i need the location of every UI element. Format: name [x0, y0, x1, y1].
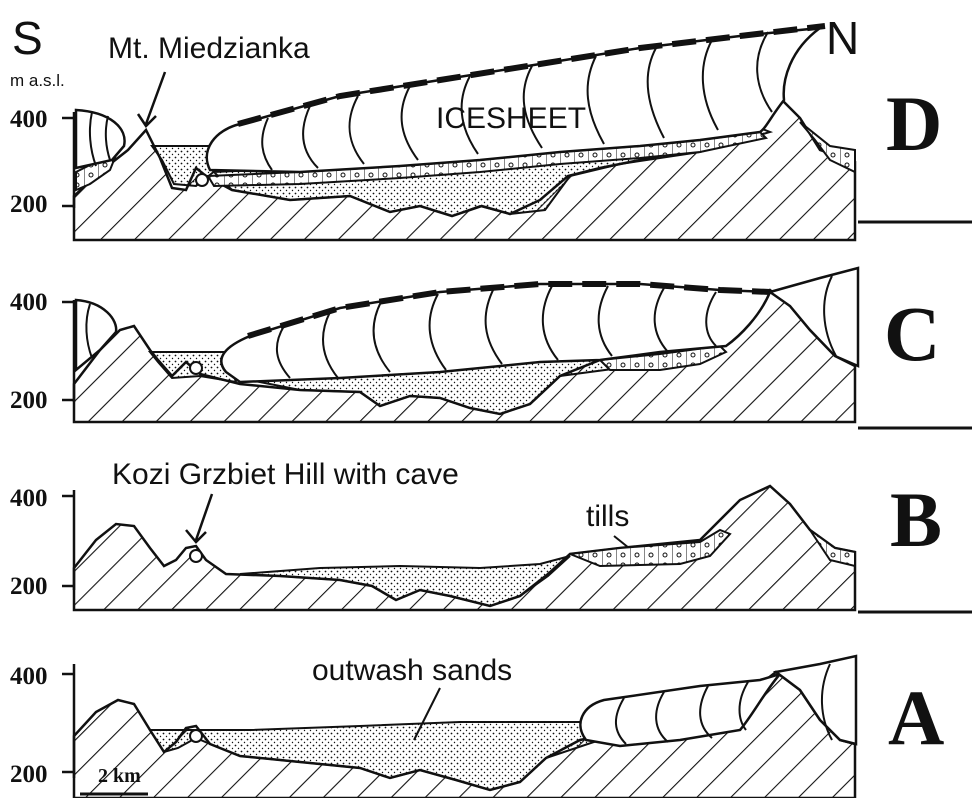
- south-label: S: [12, 12, 43, 64]
- north-label: N: [826, 12, 859, 64]
- panel-letter-d: D: [886, 80, 942, 167]
- tick-400-c: 400: [10, 289, 48, 316]
- tick-200-c: 200: [10, 387, 48, 414]
- panel-letter-b: B: [890, 476, 942, 563]
- icesheet-label: ICESHEET: [436, 102, 586, 135]
- tills-label: tills: [586, 500, 629, 533]
- tick-200-a: 200: [10, 761, 48, 788]
- tick-200-b: 200: [10, 573, 48, 600]
- kozi-grzbiet-arrow: [186, 494, 212, 542]
- panel-letter-a: A: [888, 674, 944, 761]
- panel-c: 400 200 C: [10, 268, 972, 428]
- outwash-sands-label: outwash sands: [312, 654, 512, 687]
- kozi-grzbiet-label: Kozi Grzbiet Hill with cave: [112, 458, 459, 491]
- tick-400-d: 400: [10, 106, 48, 133]
- axis-unit-label: m a.s.l.: [10, 71, 65, 90]
- scale-bar-label: 2 km: [98, 765, 141, 787]
- panel-letter-c: C: [884, 290, 940, 377]
- mt-miedzianka-arrow: [138, 72, 165, 126]
- tick-400-b: 400: [10, 485, 48, 512]
- tick-200-d: 200: [10, 191, 48, 218]
- tick-400-a: 400: [10, 663, 48, 690]
- panel-a: outwash sands 400 200 A 2 km: [10, 654, 944, 798]
- mt-miedzianka-label: Mt. Miedzianka: [108, 32, 310, 65]
- panel-b: Kozi Grzbiet Hill with cave tills 400 20…: [10, 458, 972, 612]
